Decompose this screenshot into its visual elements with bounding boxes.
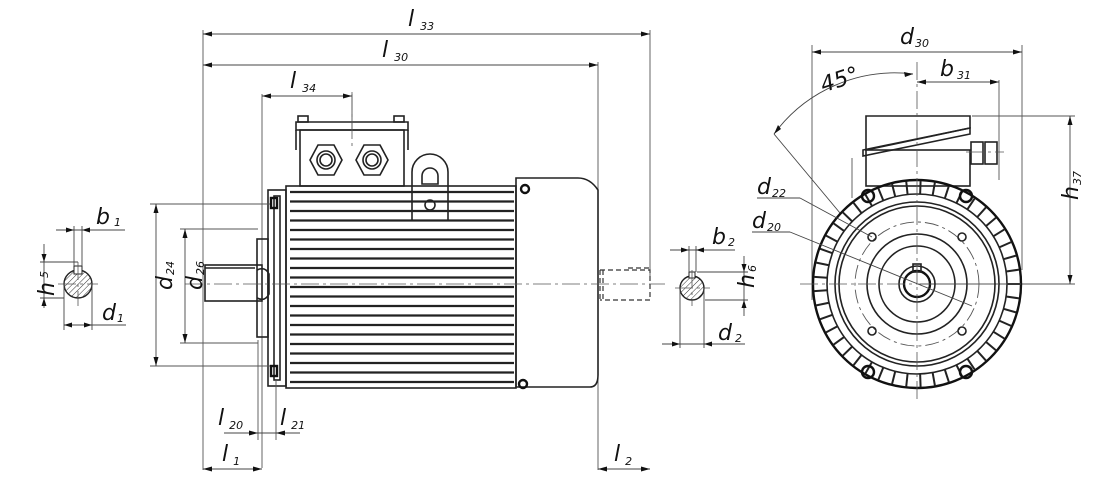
label-d26: d26: [183, 261, 208, 290]
cable-gland-1: [309, 144, 343, 176]
radial-fin: [842, 345, 853, 357]
drive-shaft: [204, 264, 263, 302]
radial-fin: [819, 247, 833, 255]
fan-cowl: [515, 177, 599, 388]
radial-fin: [1005, 268, 1020, 273]
radial-fin: [966, 358, 976, 370]
radial-fin: [998, 319, 1012, 327]
radial-fin: [864, 361, 873, 374]
radial-fin: [814, 289, 828, 293]
radial-fin: [877, 367, 885, 380]
radial-fin: [891, 371, 897, 385]
radial-fin: [833, 222, 845, 232]
radial-fin: [825, 234, 839, 243]
radial-fin: [833, 336, 845, 346]
radial-fin: [842, 211, 853, 223]
radial-fin: [891, 183, 897, 197]
radial-fin: [852, 354, 863, 366]
radial-fin: [877, 188, 885, 201]
non-drive-shaft-section: [662, 246, 748, 348]
terminal-box: [295, 115, 409, 187]
radial-fin: [985, 217, 997, 227]
label-h37: h37: [1059, 171, 1084, 200]
label-d22: d22: [757, 175, 786, 200]
radial-fin: [1003, 307, 1017, 314]
radial-fin: [976, 206, 987, 218]
radial-fin: [905, 373, 909, 387]
drive-shaft-section: [40, 226, 126, 330]
radial-fin: [943, 185, 950, 199]
radial-fin: [852, 202, 863, 214]
cable-gland-2: [355, 144, 389, 176]
radial-fin: [819, 313, 833, 321]
radial-fin: [1003, 254, 1017, 261]
label-d1: d1: [102, 301, 124, 326]
radial-fin: [976, 350, 987, 362]
radial-fin: [992, 330, 1005, 340]
label-angle-45: 45°: [817, 62, 862, 98]
radial-fin: [992, 228, 1005, 238]
radial-fin: [998, 241, 1012, 249]
radial-fin: [966, 198, 976, 210]
radial-fin: [816, 301, 830, 307]
radial-fin: [864, 194, 873, 207]
label-h5: h5: [35, 271, 60, 296]
motor-side-view: [150, 30, 665, 472]
radial-fin: [931, 182, 936, 196]
label-d24: d24: [153, 261, 178, 290]
label-h6: h6: [735, 265, 760, 288]
label-d20: d20: [752, 209, 781, 234]
radial-fin: [1005, 295, 1020, 300]
radial-fin: [814, 275, 828, 279]
radial-fin: [985, 341, 997, 351]
motor-front-view: [752, 45, 1075, 400]
radial-fin: [905, 181, 909, 195]
radial-fin: [816, 261, 830, 267]
radial-fin: [825, 325, 839, 334]
radial-fin: [931, 372, 936, 386]
cooling-fins: [290, 190, 514, 384]
radial-fin: [943, 369, 950, 383]
label-d30: d30: [900, 25, 929, 50]
